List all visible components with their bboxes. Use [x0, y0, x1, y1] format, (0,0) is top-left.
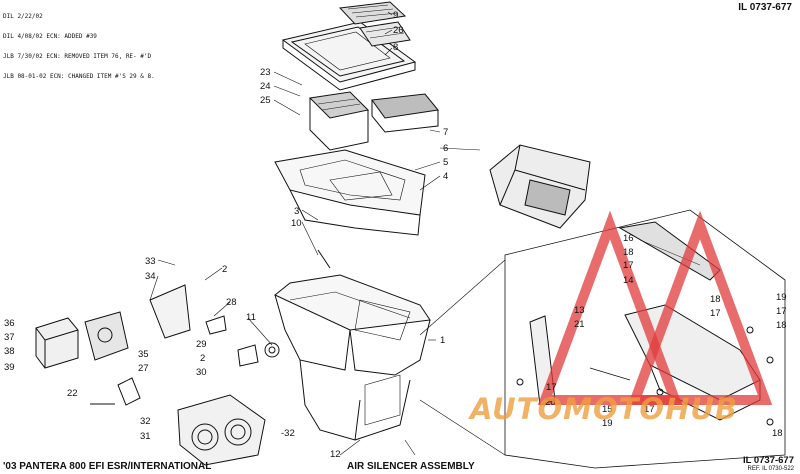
callout: 15 [602, 404, 613, 415]
callout: 34 [145, 271, 156, 282]
callout: 33 [145, 256, 156, 267]
callout: 18 [772, 428, 783, 439]
callout: 29 [196, 339, 207, 350]
callout: 38 [4, 346, 15, 357]
callout: 18 [776, 320, 787, 331]
callout: 26 [393, 25, 404, 36]
intake-boot [177, 394, 266, 466]
callout: 19 [602, 418, 613, 429]
intake-duct [489, 144, 591, 229]
callout: 18 [710, 294, 721, 305]
lid-screen [338, 1, 407, 25]
callout: 18 [623, 247, 634, 258]
callout: 12 [330, 449, 341, 460]
callout: -32 [281, 428, 295, 439]
silencer-housing [274, 274, 431, 441]
illustration-id-top: IL 0737-677 [738, 2, 792, 13]
callout: 30 [196, 367, 207, 378]
callout: 36 [4, 318, 15, 329]
leader-lines [149, 11, 506, 456]
callout: 22 [67, 388, 78, 399]
callout: 9 [393, 10, 398, 21]
callout: 20 [545, 397, 556, 408]
revision-notes: DIL 2/22/02 DIL 4/08/02 ECN: ADDED #39 J… [3, 1, 155, 93]
bracket-small [237, 344, 259, 367]
callout: 19 [776, 292, 787, 303]
callout: 28 [226, 297, 237, 308]
assembly-title: AIR SILENCER ASSEMBLY [347, 461, 475, 472]
callout: 23 [260, 67, 271, 78]
callout: 8 [393, 42, 398, 53]
callout: 17 [546, 382, 557, 393]
revision-line: JLB 08-01-02 ECN: CHANGED ITEM #'S 29 & … [3, 72, 155, 80]
callout: 1 [440, 335, 445, 346]
callout: 27 [138, 363, 149, 374]
callout: 32 [140, 416, 151, 427]
watermark-text: AUTOMOTOHUB [470, 392, 738, 426]
callout: 24 [260, 81, 271, 92]
callout: 21 [574, 319, 585, 330]
callout: 5 [443, 157, 448, 168]
callout: 25 [260, 95, 271, 106]
revision-line: DIL 2/22/02 [3, 13, 43, 21]
fastener [317, 249, 331, 269]
foam-filter-right [371, 93, 439, 133]
callout: 2 [222, 264, 227, 275]
revision-line: JLB 7/30/02 ECN: REMOVED ITEM 76, RE- #'… [3, 52, 152, 60]
model-title: '03 PANTERA 800 EFI ESR/INTERNATIONAL [3, 461, 212, 472]
silencer-lid [281, 21, 417, 91]
reference-id: REF. IL 0730-522 [747, 466, 794, 472]
sensor-bracket [117, 377, 141, 406]
callout: 39 [4, 362, 15, 373]
sensor-block [35, 317, 79, 369]
callout: 10 [291, 218, 302, 229]
callout-layer: 9 26 8 23 24 25 7 6 5 4 3 10 33 34 2 28 … [4, 10, 787, 460]
foam-filter-left [308, 91, 370, 151]
callout: 17 [644, 404, 655, 415]
callout: 31 [140, 431, 151, 442]
callout: 11 [246, 312, 256, 323]
callout: 37 [4, 332, 15, 343]
callout: 7 [443, 127, 448, 138]
clamp [205, 315, 227, 335]
illustration-id-bottom: IL 0737-677 [742, 455, 794, 466]
callout: 4 [443, 171, 448, 182]
callout: 6 [443, 143, 448, 154]
callout: 17 [776, 306, 787, 317]
callout: 17 [710, 308, 721, 319]
callout: 13 [574, 305, 585, 316]
upper-tray [274, 149, 426, 236]
callout: 2 [200, 353, 205, 364]
callout: 16 [623, 233, 634, 244]
callout: 3 [294, 206, 299, 217]
bracket-assembly [84, 284, 191, 361]
grommet [264, 342, 280, 358]
callout: 35 [138, 349, 149, 360]
watermark-logo [537, 210, 773, 405]
callout: 14 [623, 275, 634, 286]
revision-line: DIL 4/08/02 ECN: ADDED #39 [3, 32, 97, 40]
callout: 17 [623, 260, 634, 271]
